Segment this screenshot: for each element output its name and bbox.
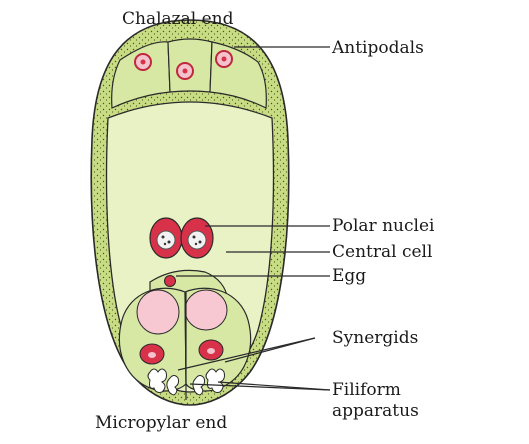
filiform-apparatus xyxy=(147,368,225,396)
label-polar-nuclei: Polar nuclei xyxy=(332,216,435,236)
leader-synergid-right xyxy=(224,337,316,363)
label-apparatus: apparatus xyxy=(332,401,419,421)
antipodal-cell xyxy=(111,41,171,109)
antipodal-cells xyxy=(111,38,267,109)
label-chalazal-end: Chalazal end xyxy=(122,9,234,29)
label-central-cell: Central cell xyxy=(332,242,433,262)
leader-filiform-right xyxy=(217,381,331,391)
label-antipodals: Antipodals xyxy=(332,38,424,58)
label-filiform: Filiform xyxy=(332,380,401,400)
leader-filiform-left xyxy=(189,383,331,391)
leader-synergid-left xyxy=(177,337,316,371)
label-egg: Egg xyxy=(332,266,367,286)
label-micropylar-end: Micropylar end xyxy=(95,413,228,433)
egg-nucleus xyxy=(164,275,176,287)
leader-lines xyxy=(176,46,331,391)
label-synergids: Synergids xyxy=(332,328,419,348)
egg-apparatus xyxy=(118,269,252,400)
synergid-vacuole xyxy=(136,289,180,335)
synergid-vacuole xyxy=(184,289,228,331)
polar-nuclei xyxy=(149,217,214,259)
